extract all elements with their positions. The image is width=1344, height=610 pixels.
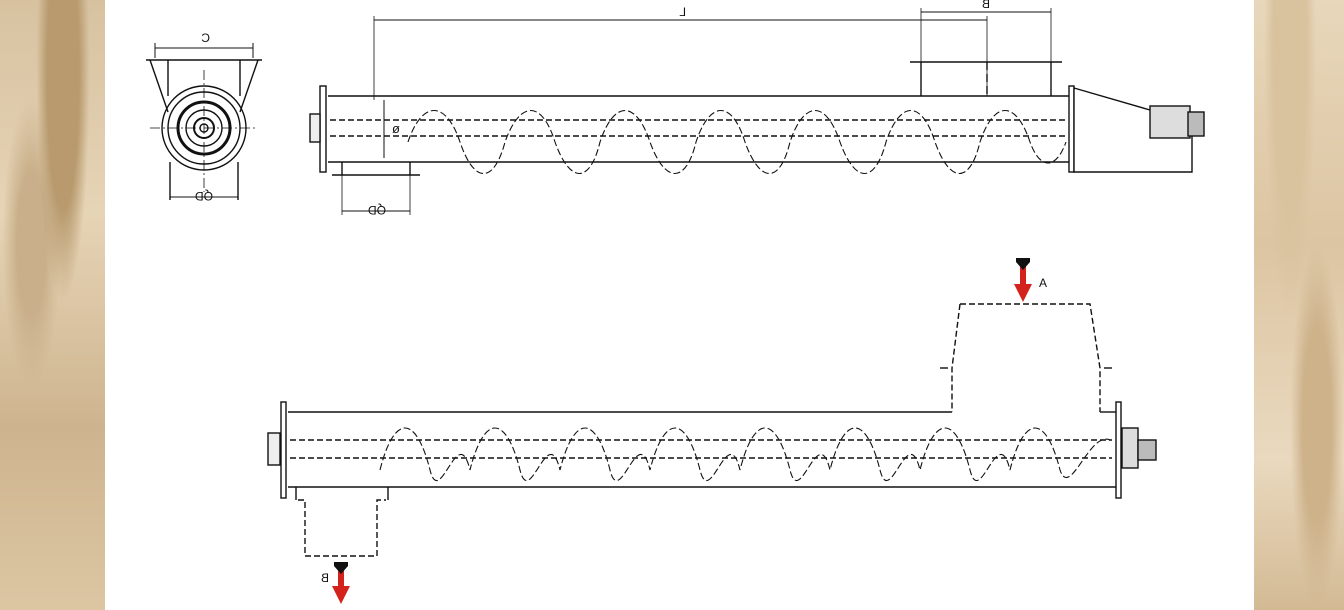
flow-view-assembly bbox=[267, 303, 1157, 557]
dim-label-qd-inlet: QD bbox=[368, 203, 386, 217]
arrow-b-icon bbox=[332, 562, 350, 604]
decorative-left-panel bbox=[0, 0, 105, 610]
diameter-symbol: ø bbox=[392, 121, 400, 136]
arrow-a-icon bbox=[1014, 258, 1032, 302]
dim-label-b: B bbox=[982, 0, 990, 11]
side-view-assembly bbox=[309, 8, 1205, 215]
dim-label-c: C bbox=[201, 31, 210, 45]
dim-label-qd-end: QD bbox=[195, 189, 213, 203]
arrow-label-b: B bbox=[321, 571, 329, 585]
end-view bbox=[146, 43, 262, 200]
arrow-label-a: A bbox=[1039, 276, 1047, 290]
screw-flight-bottom bbox=[379, 427, 1111, 482]
dim-label-l: L bbox=[679, 5, 686, 19]
drawing-sheet bbox=[105, 0, 1254, 610]
decorative-right-panel bbox=[1254, 0, 1344, 610]
screw-flight-top bbox=[407, 110, 1067, 174]
